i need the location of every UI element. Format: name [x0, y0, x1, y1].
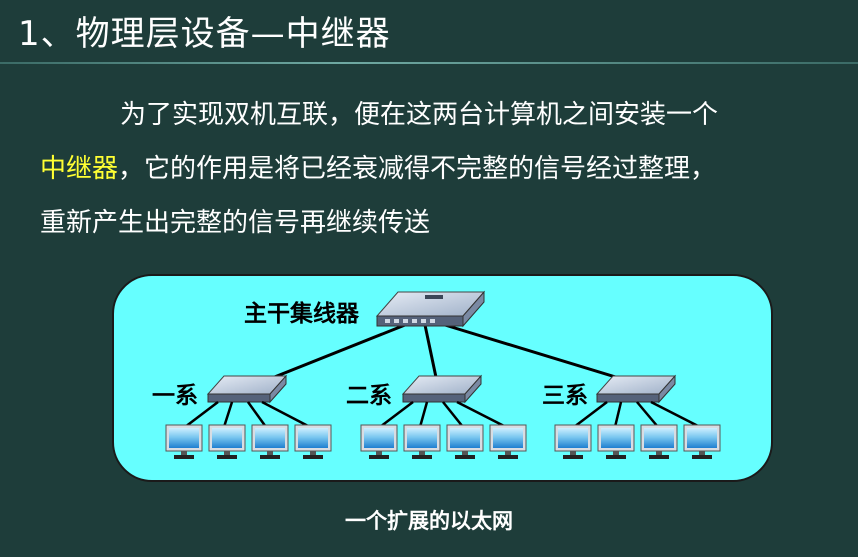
group-label-2: 二系: [346, 383, 392, 409]
computer-icon: [294, 424, 332, 459]
backbone-hub-label: 主干集线器: [244, 301, 359, 327]
computer-icon: [403, 424, 441, 459]
backbone-hub-icon: [375, 290, 486, 328]
title-divider: [0, 62, 858, 64]
computer-icon: [489, 424, 527, 459]
group-hub-icon-1: [206, 374, 288, 404]
paragraph-line-3: 重新产生出完整的信号再继续传送: [40, 208, 431, 238]
group-hub-icon-2: [401, 374, 483, 404]
page-title: 1、物理层设备—中继器: [18, 14, 391, 54]
group-label-3: 三系: [542, 383, 588, 409]
computer-icon: [683, 424, 721, 459]
computer-icon: [640, 424, 678, 459]
computer-icon: [360, 424, 398, 459]
paragraph-line-1: 为了实现双机互联，便在这两台计算机之间安装一个: [120, 100, 719, 130]
body-paragraph: 为了实现双机互联，便在这两台计算机之间安装一个 中继器，它的作用是将已经衰减得不…: [40, 88, 840, 250]
computer-icon: [165, 424, 203, 459]
computer-icon: [208, 424, 246, 459]
computer-icon: [251, 424, 289, 459]
highlight-term: 中继器: [40, 154, 119, 184]
backbone-links: [261, 323, 633, 384]
computer-icon: [554, 424, 592, 459]
host-links: [184, 400, 701, 429]
figure-caption: 一个扩展的以太网: [345, 509, 513, 533]
group-label-1: 一系: [152, 383, 198, 409]
group-hub-icon-3: [595, 374, 677, 404]
computer-icon: [597, 424, 635, 459]
paragraph-line-2: ，它的作用是将已经衰减得不完整的信号经过整理，: [118, 154, 717, 184]
computer-icon: [446, 424, 484, 459]
